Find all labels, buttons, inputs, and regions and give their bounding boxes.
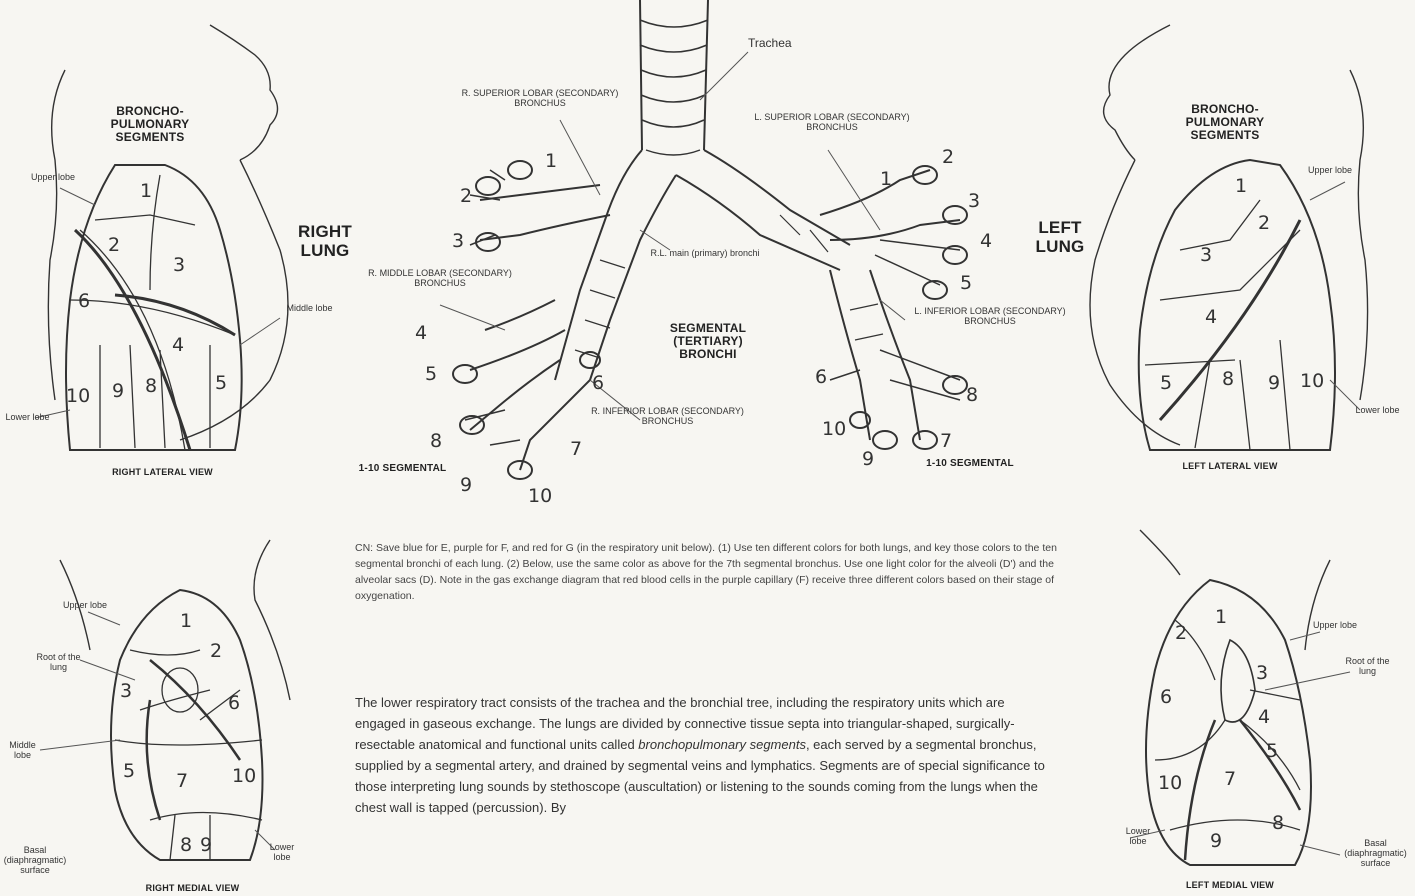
bronchial-tree-drawing (453, 150, 967, 479)
label-r-superior-lobar-bronchus: R. SUPERIOR LOBAR (SECONDARY) BRONCHUS (455, 88, 625, 108)
segment-number-ll-3: 3 (1200, 244, 1212, 266)
label-upper-lobe-rm: Upper lobe (60, 600, 110, 610)
coloring-notes: CN: Save blue for E, purple for F, and r… (355, 540, 1070, 604)
bronchus-number-r6: 6 (592, 372, 604, 394)
bronchus-number-l9: 9 (862, 448, 874, 470)
segment-number-rm-7: 7 (176, 770, 188, 792)
bronchus-number-r4: 4 (415, 322, 427, 344)
label-segmental-right: 1-10 SEGMENTAL (355, 463, 450, 474)
segment-number-rm-8: 8 (180, 834, 192, 856)
label-upper-lobe-rl: Upper lobe (28, 172, 78, 182)
label-root-of-lung-rm: Root of the lung (36, 652, 81, 672)
caption-right-medial-view: RIGHT MEDIAL VIEW (95, 883, 290, 893)
segment-number-lm-4: 4 (1258, 706, 1270, 728)
label-trachea: Trachea (748, 38, 792, 48)
body-term-bronchopulmonary-segments: bronchopulmonary segments (638, 737, 806, 752)
label-middle-lobe-rl: Middle lobe (282, 303, 337, 313)
label-segmental-left: 1-10 SEGMENTAL (920, 458, 1020, 469)
label-basal-surface-rm: Basal (diaphragmatic) surface (0, 845, 70, 875)
segment-number-rl-2: 2 (108, 234, 120, 256)
body-paragraph: The lower respiratory tract consists of … (355, 692, 1055, 896)
bronchus-number-r3: 3 (452, 230, 464, 252)
label-lower-lobe-rm: Lower lobe (262, 842, 302, 862)
bronchopulmonary-segments-title-left: BRONCHO-PULMONARY SEGMENTS (85, 105, 215, 144)
bronchus-number-r8: 8 (430, 430, 442, 452)
label-lower-lobe-lm: Lower lobe (1118, 826, 1158, 846)
trachea-drawing (640, 0, 708, 155)
segment-number-rm-3: 3 (120, 680, 132, 702)
segment-number-ll-9: 9 (1268, 372, 1280, 394)
segment-number-rl-4: 4 (172, 334, 184, 356)
label-segmental-tertiary-bronchi: SEGMENTAL (TERTIARY) BRONCHI (648, 322, 768, 361)
label-middle-lobe-rm: Middle lobe (0, 740, 45, 760)
segment-number-lm-3: 3 (1256, 662, 1268, 684)
bronchus-number-l1: 1 (880, 168, 892, 190)
bronchus-number-l7: 7 (940, 430, 952, 452)
bronchopulmonary-segments-title-right: BRONCHO-PULMONARY SEGMENTS (1160, 103, 1290, 142)
bronchus-number-l8: 8 (966, 384, 978, 406)
segment-number-ll-10: 10 (1300, 370, 1324, 392)
segment-number-rl-10: 10 (66, 385, 90, 407)
segment-number-lm-2: 2 (1175, 622, 1187, 644)
segment-number-rl-6: 6 (78, 290, 90, 312)
segment-number-lm-8: 8 (1272, 812, 1284, 834)
segment-number-rm-1: 1 (180, 610, 192, 632)
caption-left-medial-view: LEFT MEDIAL VIEW (1140, 880, 1320, 890)
segment-number-lm-6: 6 (1160, 686, 1172, 708)
bronchus-number-r7: 7 (570, 438, 582, 460)
bronchus-number-r2: 2 (460, 185, 472, 207)
left-lung-title: LEFT LUNG (1025, 218, 1095, 256)
bronchus-number-r5: 5 (425, 363, 437, 385)
bronchus-number-l3: 3 (968, 190, 980, 212)
segment-number-ll-5: 5 (1160, 372, 1172, 394)
label-upper-lobe-lm: Upper lobe (1310, 620, 1360, 630)
caption-left-lateral-view: LEFT LATERAL VIEW (1145, 461, 1315, 471)
label-basal-surface-lm: Basal (diaphragmatic) surface (1338, 838, 1413, 868)
label-l-superior-lobar-bronchus: L. SUPERIOR LOBAR (SECONDARY) BRONCHUS (752, 112, 912, 132)
label-main-primary-bronchi: R.L. main (primary) bronchi (640, 248, 770, 258)
segment-number-rm-10: 10 (232, 765, 256, 787)
bronchus-number-r1: 1 (545, 150, 557, 172)
label-r-inferior-lobar-bronchus: R. INFERIOR LOBAR (SECONDARY) BRONCHUS (585, 406, 750, 426)
segment-number-rm-6: 6 (228, 692, 240, 714)
label-upper-lobe-ll: Upper lobe (1305, 165, 1355, 175)
segment-number-rl-8: 8 (145, 375, 157, 397)
right-medial-view-drawing (60, 540, 290, 860)
bronchus-number-l2: 2 (942, 146, 954, 168)
bronchus-number-l4: 4 (980, 230, 992, 252)
segment-number-rl-9: 9 (112, 380, 124, 402)
bronchus-number-r9: 9 (460, 474, 472, 496)
caption-right-lateral-view: RIGHT LATERAL VIEW (75, 467, 250, 477)
segment-number-ll-2: 2 (1258, 212, 1270, 234)
segment-number-rl-1: 1 (140, 180, 152, 202)
segment-number-rm-2: 2 (210, 640, 222, 662)
segment-number-lm-5: 5 (1266, 740, 1278, 762)
label-root-of-lung-lm: Root of the lung (1345, 656, 1390, 676)
label-l-inferior-lobar-bronchus: L. INFERIOR LOBAR (SECONDARY) BRONCHUS (905, 306, 1075, 326)
segment-number-lm-9: 9 (1210, 830, 1222, 852)
segment-number-lm-10: 10 (1158, 772, 1182, 794)
segment-number-lm-7: 7 (1224, 768, 1236, 790)
label-lower-lobe-ll: Lower lobe (1355, 405, 1400, 415)
bronchus-number-r10: 10 (528, 485, 552, 507)
segment-number-rl-5: 5 (215, 372, 227, 394)
segment-number-ll-8: 8 (1222, 368, 1234, 390)
right-lung-title: RIGHT LUNG (285, 222, 365, 260)
segment-number-rl-3: 3 (173, 254, 185, 276)
segment-number-ll-1: 1 (1235, 175, 1247, 197)
bronchus-number-l10: 10 (822, 418, 846, 440)
label-r-middle-lobar-bronchus: R. MIDDLE LOBAR (SECONDARY) BRONCHUS (360, 268, 520, 288)
segment-number-rm-5: 5 (123, 760, 135, 782)
bronchus-number-l6: 6 (815, 366, 827, 388)
label-lower-lobe-rl: Lower lobe (5, 412, 50, 422)
segment-number-ll-4: 4 (1205, 306, 1217, 328)
segment-number-lm-1: 1 (1215, 606, 1227, 628)
bronchus-number-l5: 5 (960, 272, 972, 294)
segment-number-rm-9: 9 (200, 834, 212, 856)
